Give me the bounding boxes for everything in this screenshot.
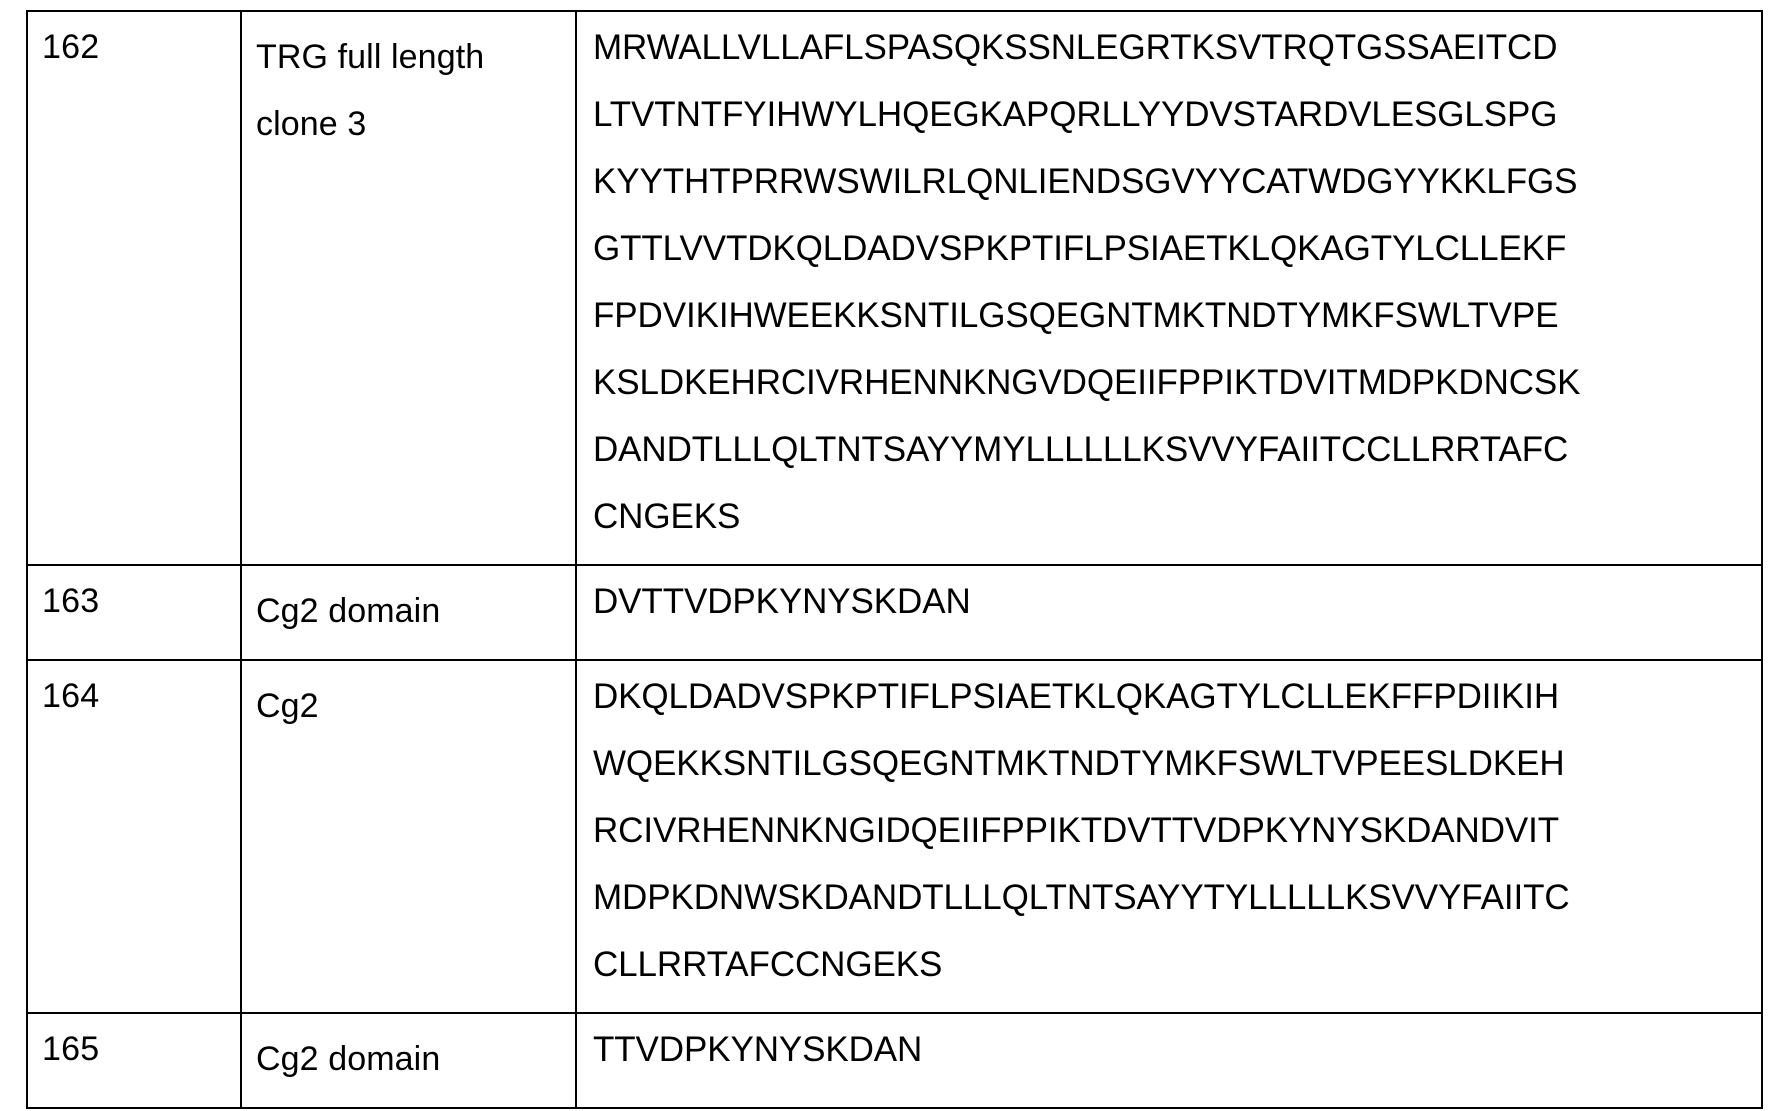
seq-name-cell: TRG full length clone 3 (240, 10, 577, 566)
sequence-cell-inner: DVTTVDPKYNYSKDAN (577, 566, 1761, 649)
sequence-line: LTVTNTFYIHWYLHQEGKAPQRLLYYDVSTARDVLESGLS… (593, 95, 1558, 134)
sequence-cell-inner: TTVDPKYNYSKDAN (577, 1014, 1761, 1097)
seq-name-cell-inner: Cg2 domain (242, 566, 575, 659)
seq-name-cell-inner: TRG full length clone 3 (242, 12, 575, 172)
sequence-line: CLLRRTAFCCNGEKS (593, 945, 943, 984)
seq-name-line: Cg2 (256, 687, 319, 725)
seq-name-value: Cg2 domain (256, 578, 563, 645)
seq-name-line: clone 3 (256, 105, 367, 143)
sequence-cell: DKQLDADVSPKPTIFLPSIAETKLQKAGTYLCLLEKFFPD… (575, 659, 1763, 1014)
sequence-cell-inner: MRWALLVLLAFLSPASQKSSNLEGRTKSVTRQTGSSAEIT… (577, 12, 1761, 564)
sequence-line: GTTLVVTDKQLDADVSPKPTIFLPSIAETKLQKAGTYLCL… (593, 229, 1567, 268)
table-row: 165 Cg2 domain TTVDPKYNYSKDAN (26, 1012, 1763, 1109)
seq-name-line: Cg2 domain (256, 592, 441, 630)
seq-id-cell: 162 (26, 10, 242, 566)
sequence-line: KSLDKEHRCIVRHENNKNGVDQEIIFPPIKTDVITMDPKD… (593, 363, 1581, 402)
table-row: 163 Cg2 domain DVTTVDPKYNYSKDAN (26, 564, 1763, 661)
seq-id-cell: 164 (26, 659, 242, 1014)
seq-name-line: TRG full length (256, 38, 485, 76)
seq-name-value: TRG full length clone 3 (256, 24, 563, 158)
seq-id-cell: 165 (26, 1012, 242, 1109)
table-row: 164 Cg2 DKQLDADVSPKPTIFLPSIAETKLQKAGTYLC… (26, 659, 1763, 1014)
sequence-line: CNGEKS (593, 497, 741, 536)
seq-id-cell-inner: 164 (28, 661, 240, 733)
sequence-line: WQEKKSNTILGSQEGNTMKTNDTYMKFSWLTVPEESLDKE… (593, 744, 1565, 783)
sequence-cell: MRWALLVLLAFLSPASQKSSNLEGRTKSVTRQTGSSAEIT… (575, 10, 1763, 566)
seq-id-cell: 163 (26, 564, 242, 661)
seq-id-cell-inner: 162 (28, 12, 240, 84)
sequence-cell-inner: DKQLDADVSPKPTIFLPSIAETKLQKAGTYLCLLEKFFPD… (577, 661, 1761, 1012)
table-row: 162 TRG full length clone 3 MRWALLVLLAF (26, 10, 1763, 566)
sequence-value: DKQLDADVSPKPTIFLPSIAETKLQKAGTYLCLLEKFFPD… (593, 663, 1749, 998)
seq-id-cell-inner: 163 (28, 566, 240, 638)
seq-id-value: 162 (42, 28, 100, 66)
sequence-line: KYYTHTPRRWSWILRLQNLIENDSGVYYCATWDGYYKKLF… (593, 162, 1578, 201)
seq-name-cell-inner: Cg2 (242, 661, 575, 754)
seq-name-cell: Cg2 domain (240, 1012, 577, 1109)
sequence-listing-table: 162 TRG full length clone 3 MRWALLVLLAF (26, 10, 1763, 1109)
sequence-value: DVTTVDPKYNYSKDAN (593, 568, 1749, 635)
sequence-line: FPDVIKIHWEEKKSNTILGSQEGNTMKTNDTYMKFSWLTV… (593, 296, 1559, 335)
seq-name-cell-inner: Cg2 domain (242, 1014, 575, 1107)
sequence-cell: DVTTVDPKYNYSKDAN (575, 564, 1763, 661)
sequence-line: MDPKDNWSKDANDTLLLQLTNTSAYYTYLLLLLKSVVYFA… (593, 878, 1570, 917)
sequence-line: DKQLDADVSPKPTIFLPSIAETKLQKAGTYLCLLEKFFPD… (593, 677, 1560, 716)
sequence-line: DVTTVDPKYNYSKDAN (593, 582, 971, 621)
seq-id-value: 164 (42, 677, 100, 715)
seq-id-value: 163 (42, 582, 100, 620)
sequence-value: TTVDPKYNYSKDAN (593, 1016, 1749, 1083)
sequence-value: MRWALLVLLAFLSPASQKSSNLEGRTKSVTRQTGSSAEIT… (593, 14, 1749, 550)
sequence-line: RCIVRHENNKNGIDQEIIFPPIKTDVTTVDPKYNYSKDAN… (593, 811, 1560, 850)
seq-name-value: Cg2 (256, 673, 563, 740)
sequence-line: TTVDPKYNYSKDAN (593, 1030, 923, 1069)
seq-id-cell-inner: 165 (28, 1014, 240, 1086)
seq-name-line: Cg2 domain (256, 1040, 441, 1078)
seq-id-value: 165 (42, 1030, 100, 1068)
seq-name-cell: Cg2 domain (240, 564, 577, 661)
sequence-cell: TTVDPKYNYSKDAN (575, 1012, 1763, 1109)
table-body: 162 TRG full length clone 3 MRWALLVLLAF (26, 10, 1763, 1109)
sequence-line: MRWALLVLLAFLSPASQKSSNLEGRTKSVTRQTGSSAEIT… (593, 28, 1558, 67)
sequence-line: DANDTLLLQLTNTSAYYMYLLLLLLKSVVYFAIITCCLLR… (593, 430, 1569, 469)
seq-name-value: Cg2 domain (256, 1026, 563, 1093)
seq-name-cell: Cg2 (240, 659, 577, 1014)
